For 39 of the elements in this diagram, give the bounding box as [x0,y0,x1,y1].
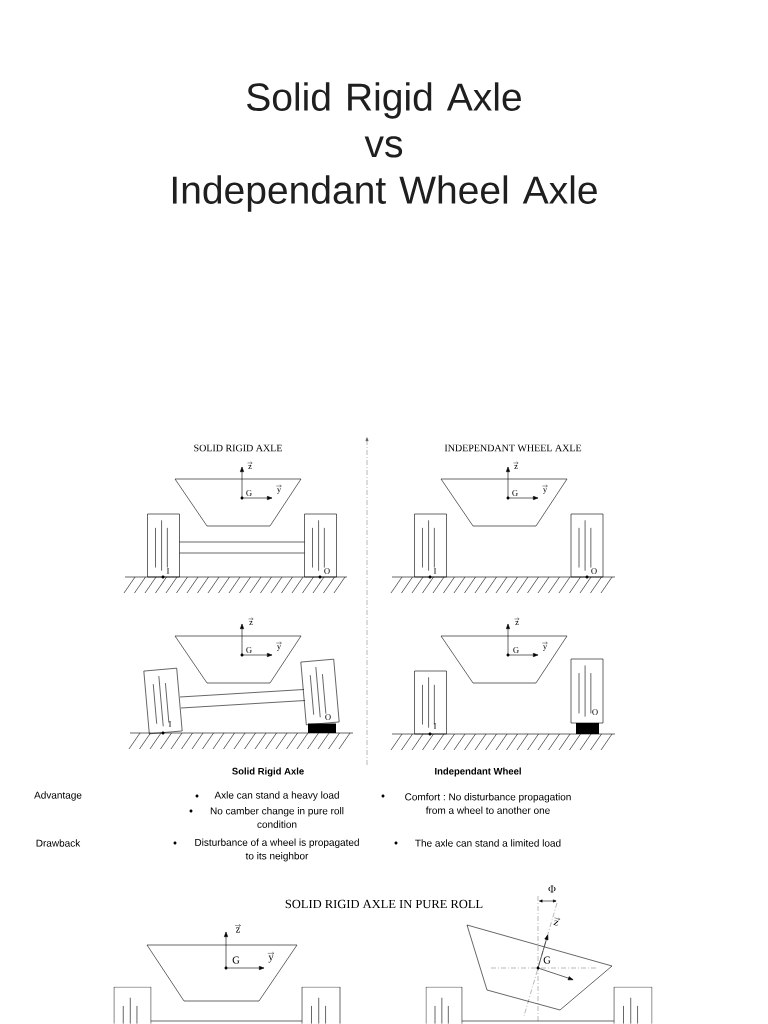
point-label: I [168,721,172,727]
title: Solid Rigid Axle vs Independant Wheel Axle [172,82,597,212]
cell-text: Disturbance of a wheel is propagated to its neighbor [195,838,359,862]
vector-label: z [553,917,560,926]
cell-text: Comfort : No disturbance propagation from a wheel to another one [405,793,571,814]
vector-label: y [542,484,548,494]
panel-heading: INDEPENDANT WHEEL AXLE [444,444,582,452]
vector-label: z [513,461,519,469]
point-label: I [433,723,437,729]
panel-heading: SOLID RIGID AXLE IN PURE ROLL [285,899,483,909]
point-label: O [324,568,330,574]
vector-label: z [234,924,241,933]
vector-label: z [248,617,254,625]
vector-label: z [247,461,253,469]
vector-label: y [267,951,275,963]
column-heading: Independant Wheel [435,767,521,777]
vector-label: y [276,641,282,651]
point-label: G [513,647,519,653]
cell-text: No camber change in pure roll condition [210,807,344,828]
angle-label: Φ [548,885,556,893]
point-label: O [591,568,597,574]
row-heading: Drawback [36,839,81,847]
cell-text: Axle can stand a heavy load [214,791,339,801]
vector-label: y [276,484,282,494]
point-label: G [246,490,252,496]
point-label: I [166,568,170,574]
column-heading: Solid Rigid Axle [232,767,304,777]
point-label: G [512,490,518,496]
point-label: G [246,647,252,653]
point-label: I [433,568,437,574]
vector-label: y [542,641,548,651]
point-label: G [232,956,240,964]
vector-label: z [514,617,520,625]
point-label: O [325,714,331,720]
panel-heading: SOLID RIGID AXLE [194,444,282,452]
point-label: G [543,956,551,964]
point-label: O [592,709,598,715]
cell-text: The axle can stand a limited load [415,839,561,847]
row-heading: Advantage [34,791,82,801]
